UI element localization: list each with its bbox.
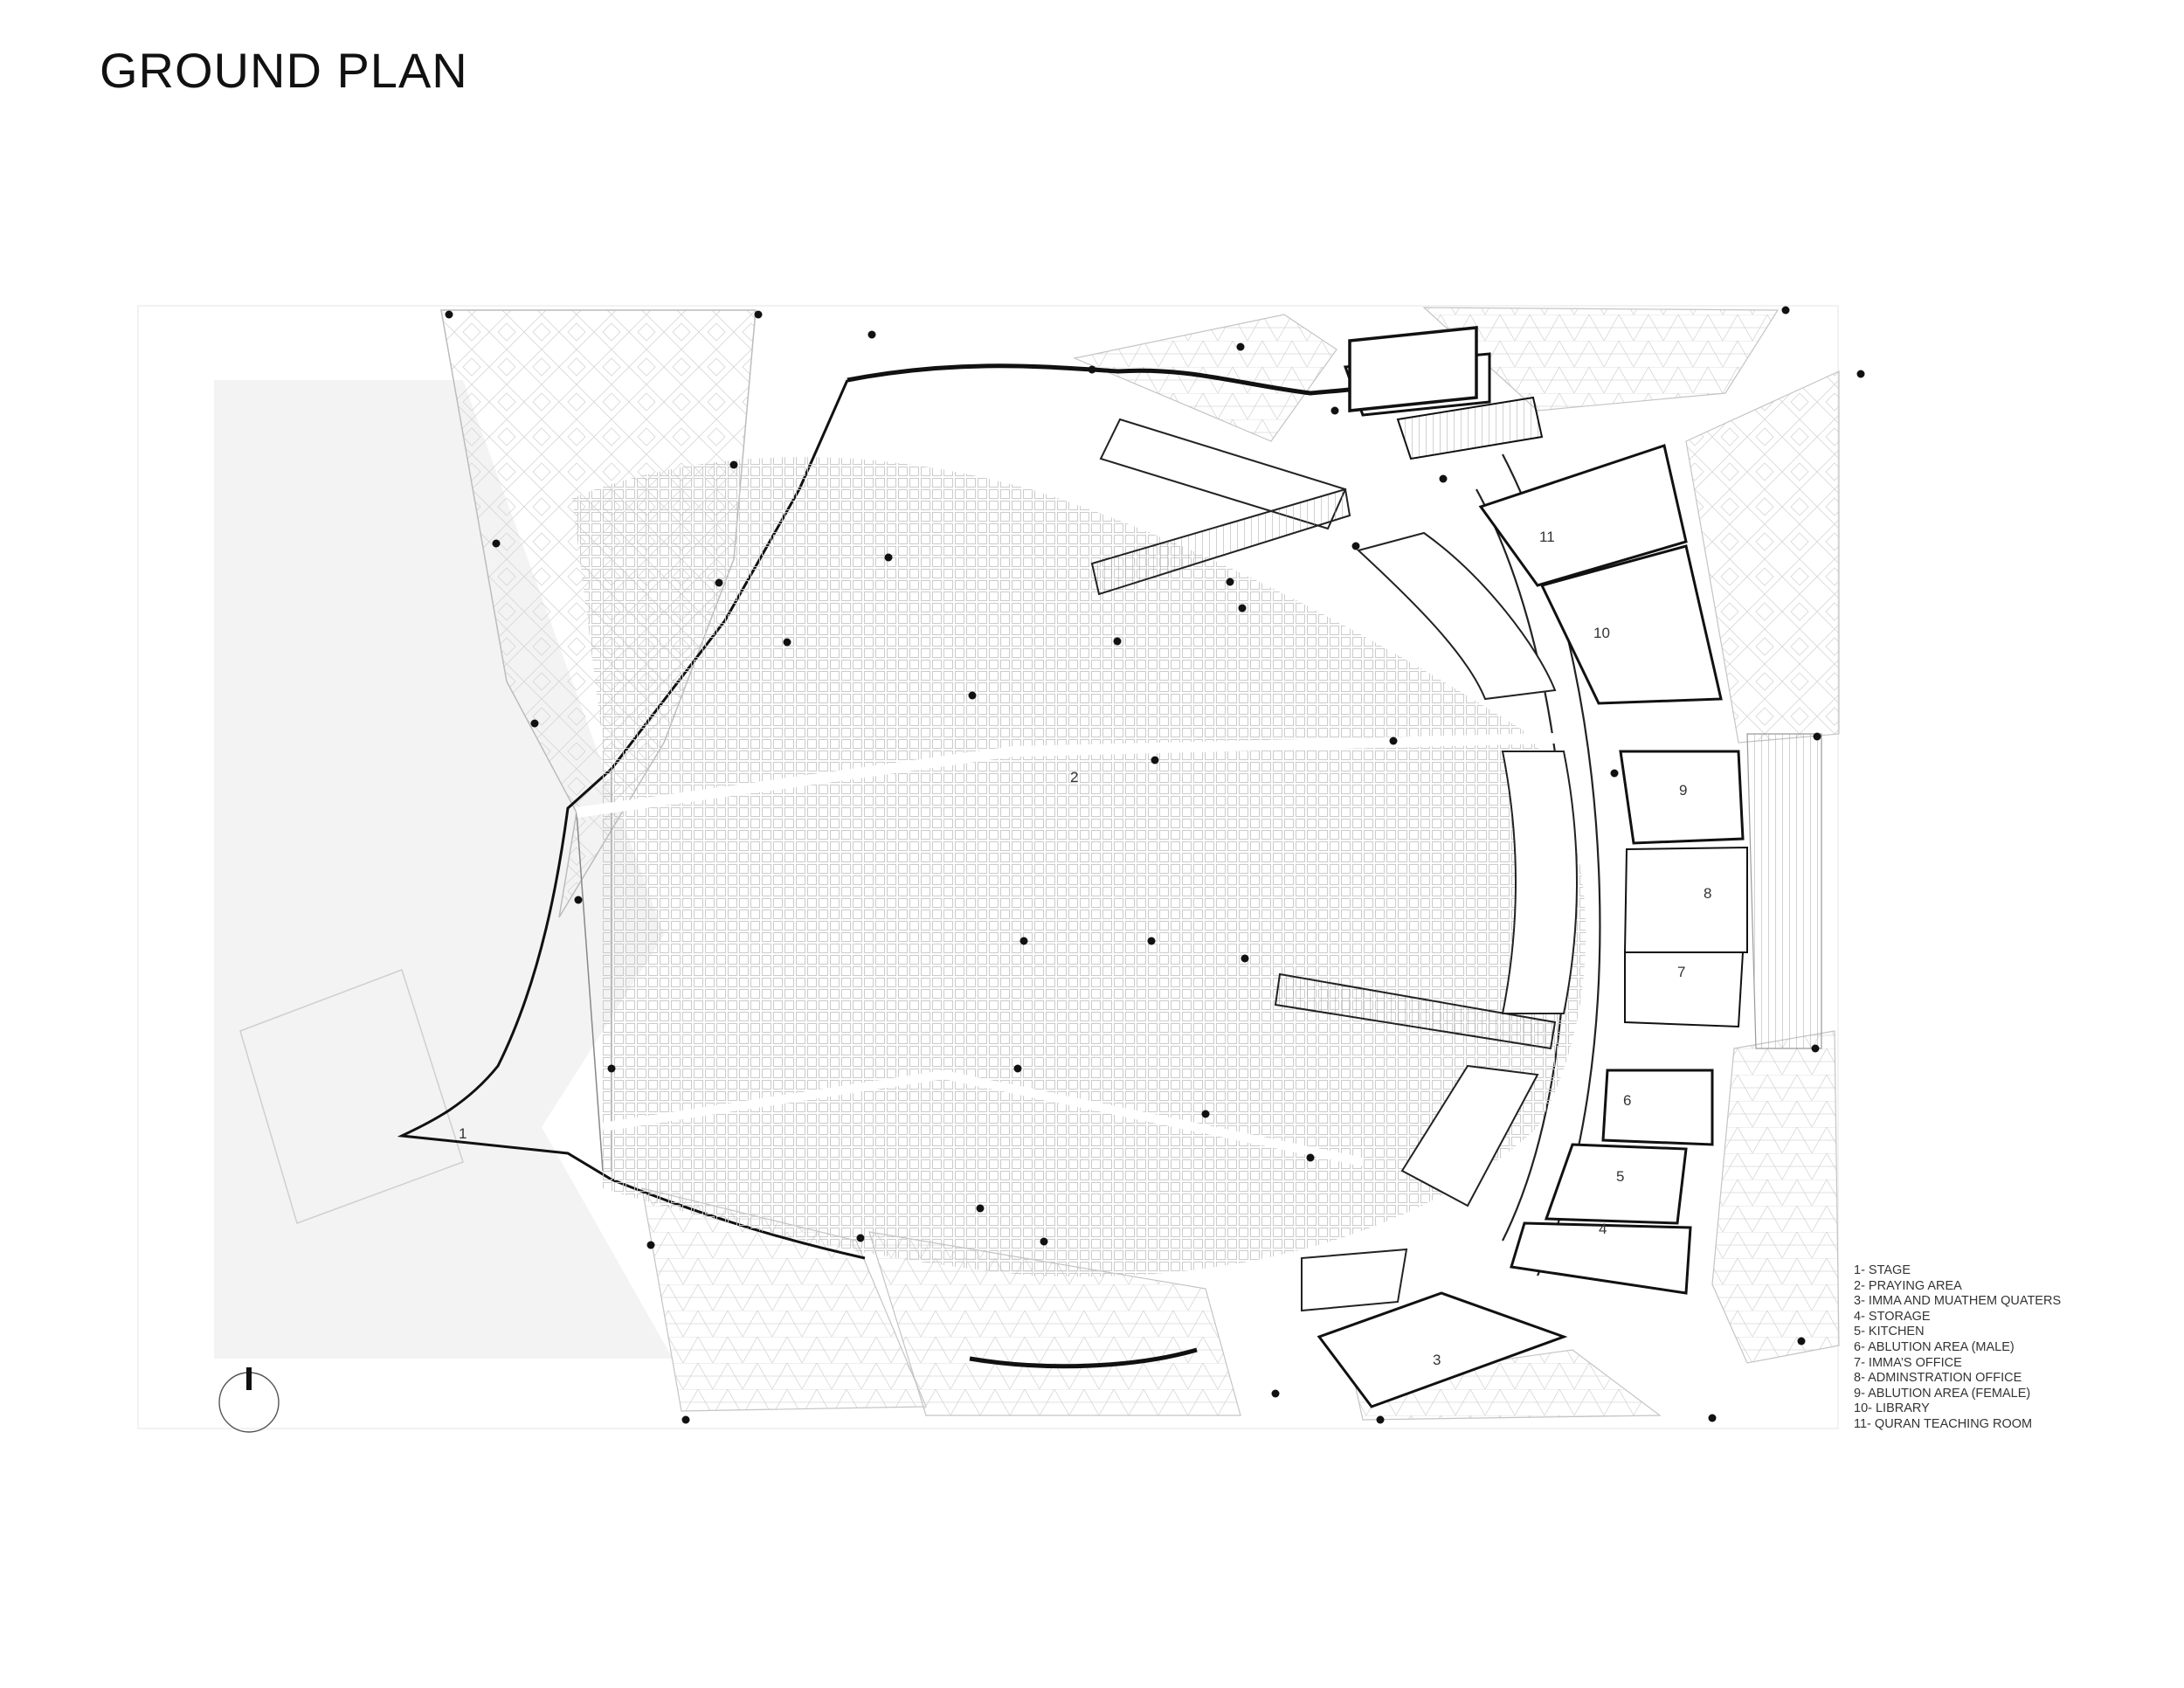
stage-volume-outline: [239, 969, 464, 1224]
room-label-5: 5: [1616, 1168, 1624, 1185]
room-label-7: 7: [1677, 964, 1685, 980]
room-label-1: 1: [459, 1125, 467, 1142]
legend-item: 3- IMMA AND MUATHEM QUATERS: [1854, 1294, 2062, 1309]
legend-item: 2- PRAYING AREA: [1854, 1278, 1962, 1293]
legend-item: 11- QURAN TEACHING ROOM: [1854, 1416, 2033, 1431]
room-label-11: 11: [1539, 529, 1555, 545]
service-rooms: [1317, 326, 1748, 1408]
legend-item: 7- IMMA’S OFFICE: [1854, 1355, 1962, 1370]
room-label-4: 4: [1599, 1221, 1607, 1237]
interior-walls: [1090, 418, 1578, 1312]
room-label-8: 8: [1704, 885, 1711, 902]
legend-item: 9- ABLUTION AREA (FEMALE): [1854, 1386, 2031, 1401]
legend-item: 6- ABLUTION AREA (MALE): [1854, 1339, 2015, 1354]
site-plot: [214, 380, 673, 1359]
room-label-3: 3: [1433, 1352, 1441, 1368]
room-label-6: 6: [1623, 1092, 1631, 1109]
legend-item: 10- LIBRARY: [1854, 1401, 1930, 1416]
legend-item: 5- KITCHEN: [1854, 1325, 1925, 1339]
room-label-2: 2: [1070, 769, 1078, 785]
room-legend: 1- STAGE 2- PRAYING AREA 3- IMMA AND MUA…: [1854, 1263, 2061, 1433]
room-label-10: 10: [1593, 625, 1610, 641]
room-label-9: 9: [1679, 782, 1687, 799]
legend-item: 8- ADMINSTRATION OFFICE: [1854, 1371, 2022, 1386]
drawing-frame: [137, 305, 1839, 1429]
legend-item: 4- STORAGE: [1854, 1309, 1931, 1324]
legend-item: 1- STAGE: [1854, 1263, 1911, 1277]
structural-columns: [445, 306, 1865, 1424]
room-labels: 1 2 3 4 5 6 7 8 9 10 11: [459, 529, 1711, 1368]
north-arrow-icon: [218, 1367, 280, 1433]
page-title: GROUND PLAN: [100, 43, 468, 98]
